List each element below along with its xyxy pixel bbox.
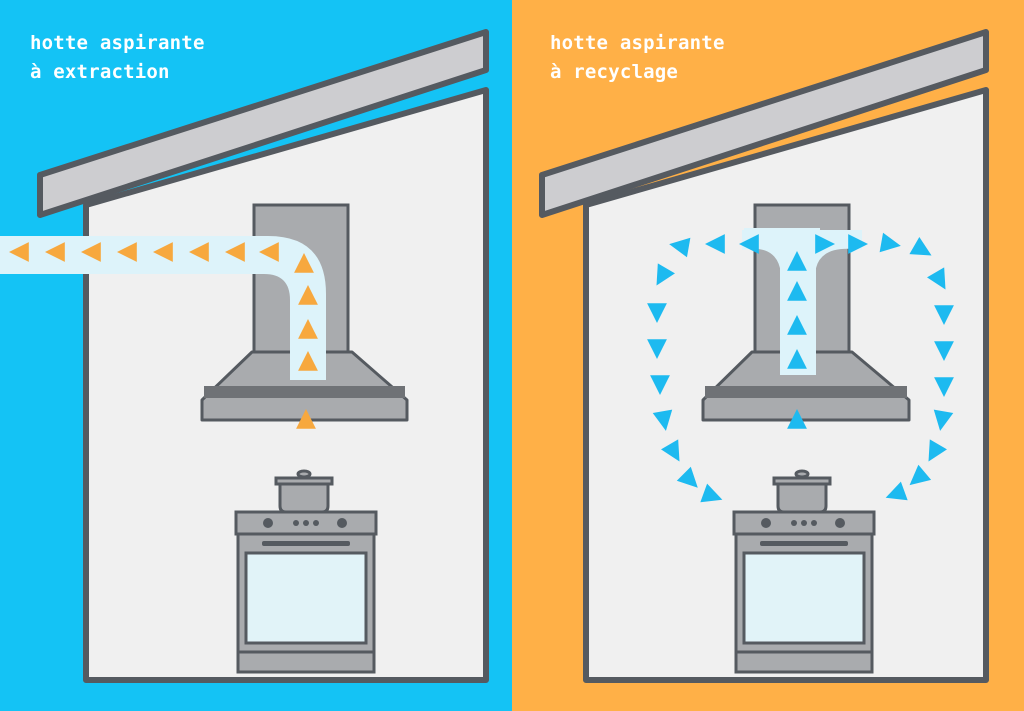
hood-band <box>204 386 405 398</box>
airflow-arrow-icon <box>787 349 807 369</box>
recycling-panel: hotte aspirante à recyclage <box>512 0 1024 711</box>
airflow-arrow-icon <box>669 237 691 258</box>
airflow-arrow-icon <box>298 285 318 305</box>
airflow-arrow-icon <box>294 253 314 273</box>
airflow-arrow-icon <box>676 466 698 488</box>
stove-icon <box>234 510 378 674</box>
airflow-arrow-icon <box>45 242 65 262</box>
airflow-arrow-icon <box>700 483 723 503</box>
house-roof <box>539 29 989 218</box>
airflow-arrow-icon <box>153 242 173 262</box>
airflow-arrow-icon <box>927 267 946 290</box>
recycling-title: hotte aspirante à recyclage <box>550 29 725 87</box>
airflow-arrow-icon <box>879 232 901 253</box>
airflow-arrow-icon <box>787 251 807 271</box>
extraction-title-line1: hotte aspirante <box>30 32 205 54</box>
extraction-title-line2: à extraction <box>30 61 170 83</box>
airflow-arrow-icon <box>848 234 868 254</box>
airflow-arrow-icon <box>934 305 954 325</box>
extraction-diagram <box>0 0 512 711</box>
airflow-arrow-icon <box>656 263 675 286</box>
recycling-diagram <box>512 0 1024 711</box>
airflow-arrow-icon <box>296 409 316 429</box>
recycling-title-line2: à recyclage <box>550 61 679 83</box>
airflow-arrow-icon <box>647 339 667 359</box>
airflow-arrow-icon <box>225 242 245 262</box>
airflow-arrow-icon <box>934 341 954 361</box>
house-roof <box>37 29 489 218</box>
airflow-arrows <box>647 232 954 503</box>
airflow-arrow-icon <box>189 242 209 262</box>
airflow-arrow-icon <box>661 439 680 462</box>
hood-band <box>705 386 907 398</box>
extraction-panel: hotte aspirante à extraction <box>0 0 512 711</box>
airflow-channel-top <box>742 230 862 268</box>
recycling-title-line1: hotte aspirante <box>550 32 725 54</box>
airflow-arrow-icon <box>298 319 318 339</box>
airflow-arrow-icon <box>652 409 673 431</box>
airflow-arrow-icon <box>933 409 954 431</box>
airflow-channel <box>0 236 326 380</box>
airflow-arrow-icon <box>739 234 759 254</box>
airflow-arrow-icon <box>909 237 932 256</box>
extraction-title: hotte aspirante à extraction <box>30 29 205 87</box>
cooking-pot-icon <box>772 469 832 514</box>
airflow-arrow-icon <box>787 409 807 429</box>
airflow-arrow-icon <box>787 315 807 335</box>
airflow-arrows <box>8 242 318 429</box>
airflow-arrow-icon <box>815 234 835 254</box>
airflow-arrow-icon <box>705 234 725 254</box>
stove-icon <box>732 510 876 674</box>
airflow-arrow-icon <box>647 303 667 323</box>
airflow-arrow-icon <box>934 377 954 397</box>
airflow-arrow-icon <box>259 242 279 262</box>
airflow-arrow-icon <box>909 464 932 486</box>
airflow-arrow-icon <box>117 242 137 262</box>
airflow-arrow-icon <box>885 481 908 501</box>
airflow-arrow-icon <box>650 375 670 395</box>
airflow-arrow-icon <box>787 281 807 301</box>
airflow-arrow-icon <box>298 351 318 371</box>
airflow-arrow-icon <box>81 242 101 262</box>
airflow-arrow-icon <box>928 439 947 462</box>
airflow-arrow-icon <box>8 242 29 262</box>
cooking-pot-icon <box>274 469 334 514</box>
